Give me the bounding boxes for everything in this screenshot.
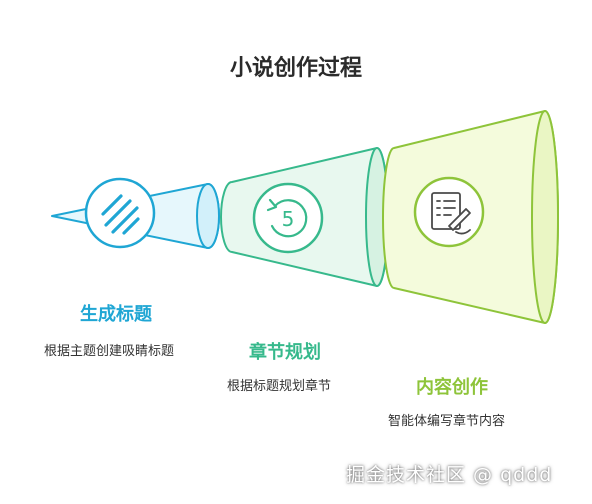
stage-2-label: 章节规划	[249, 342, 321, 363]
checklist-pen-icon	[413, 176, 485, 248]
stage-3-desc: 智能体编写章节内容	[388, 414, 506, 429]
stage-1-label: 生成标题	[80, 304, 152, 325]
watermark: 掘金技术社区 @ qddd	[346, 464, 553, 486]
stage-1-desc: 根据主题创建吸睛标题	[44, 344, 175, 359]
document-lines-icon	[84, 177, 156, 249]
stage-3-label: 内容创作	[416, 377, 488, 398]
svg-text:5: 5	[282, 207, 295, 231]
stage-2-desc: 根据标题规划章节	[227, 379, 332, 394]
cycle-five-icon: 5	[252, 182, 324, 254]
page-title: 小说创作过程	[229, 56, 362, 81]
